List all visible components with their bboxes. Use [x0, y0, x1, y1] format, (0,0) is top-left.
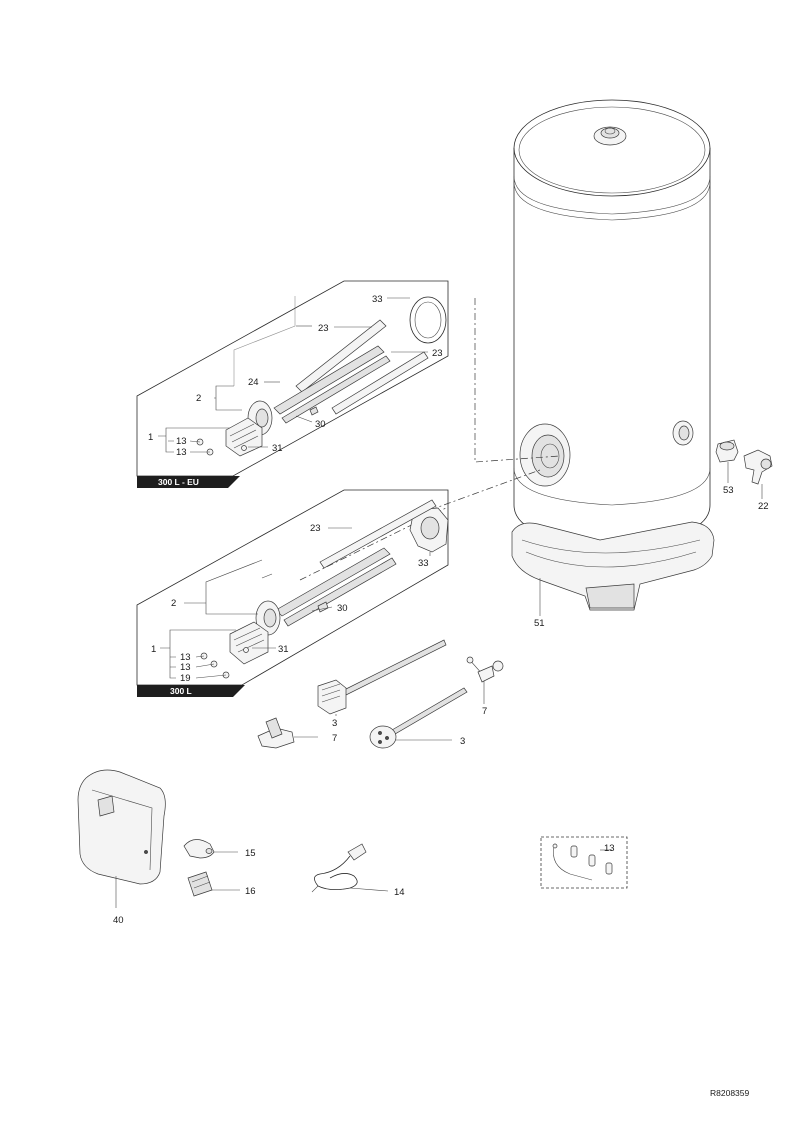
label-2-bottom: 2	[171, 598, 176, 609]
heating-element-3b	[369, 687, 468, 749]
label-30-bottom: 30	[337, 603, 348, 614]
drawing-reference: R8208359	[710, 1088, 750, 1098]
thermostat-7b	[257, 717, 318, 749]
heating-element-3a	[317, 639, 447, 715]
label-24: 24	[248, 377, 259, 388]
variant-tag: 300 L	[170, 686, 192, 696]
variant-tag-eu: 300 L - EU	[158, 477, 199, 487]
label-31-bottom: 31	[278, 644, 289, 655]
panel-300l-eu: 300 L - EU	[136, 280, 449, 488]
label-23-top-a: 23	[318, 323, 329, 334]
label-51: 51	[534, 618, 545, 629]
terminal-block-16	[187, 871, 240, 897]
label-2-top: 2	[196, 393, 201, 404]
label-3-b: 3	[460, 736, 465, 747]
label-13-top-b: 13	[176, 447, 187, 458]
label-30-top: 30	[315, 419, 326, 430]
fitting-53	[715, 439, 739, 463]
label-1-bottom: 1	[151, 644, 156, 655]
label-7-a: 7	[482, 706, 487, 717]
label-22: 22	[758, 501, 769, 512]
label-13-bottom-b: 13	[180, 662, 191, 673]
water-tank	[513, 99, 711, 544]
tank-base	[511, 521, 715, 611]
label-1-top: 1	[148, 432, 153, 443]
label-33-top: 33	[372, 294, 383, 305]
label-23-top-b: 23	[432, 348, 443, 359]
label-3-a: 3	[332, 718, 337, 729]
power-cord-14	[311, 843, 389, 893]
label-13-bottom-a: 13	[180, 652, 191, 663]
valve-22	[743, 449, 773, 485]
label-53: 53	[723, 485, 734, 496]
cable-clamp-15	[183, 839, 238, 859]
label-13-top-a: 13	[176, 436, 187, 447]
thermostat-7a	[466, 656, 504, 690]
label-19: 19	[180, 673, 191, 684]
label-15: 15	[245, 848, 256, 859]
label-40: 40	[113, 915, 124, 926]
label-33-bottom: 33	[418, 558, 429, 569]
kit-13	[540, 836, 628, 889]
label-16: 16	[245, 886, 256, 897]
label-7-b: 7	[332, 733, 337, 744]
panel-300l: 300 L	[136, 489, 449, 697]
label-14: 14	[394, 887, 405, 898]
label-23-bottom: 23	[310, 523, 321, 534]
control-cover-40	[77, 769, 166, 908]
label-13-kit: 13	[604, 843, 615, 854]
label-31-top: 31	[272, 443, 283, 454]
